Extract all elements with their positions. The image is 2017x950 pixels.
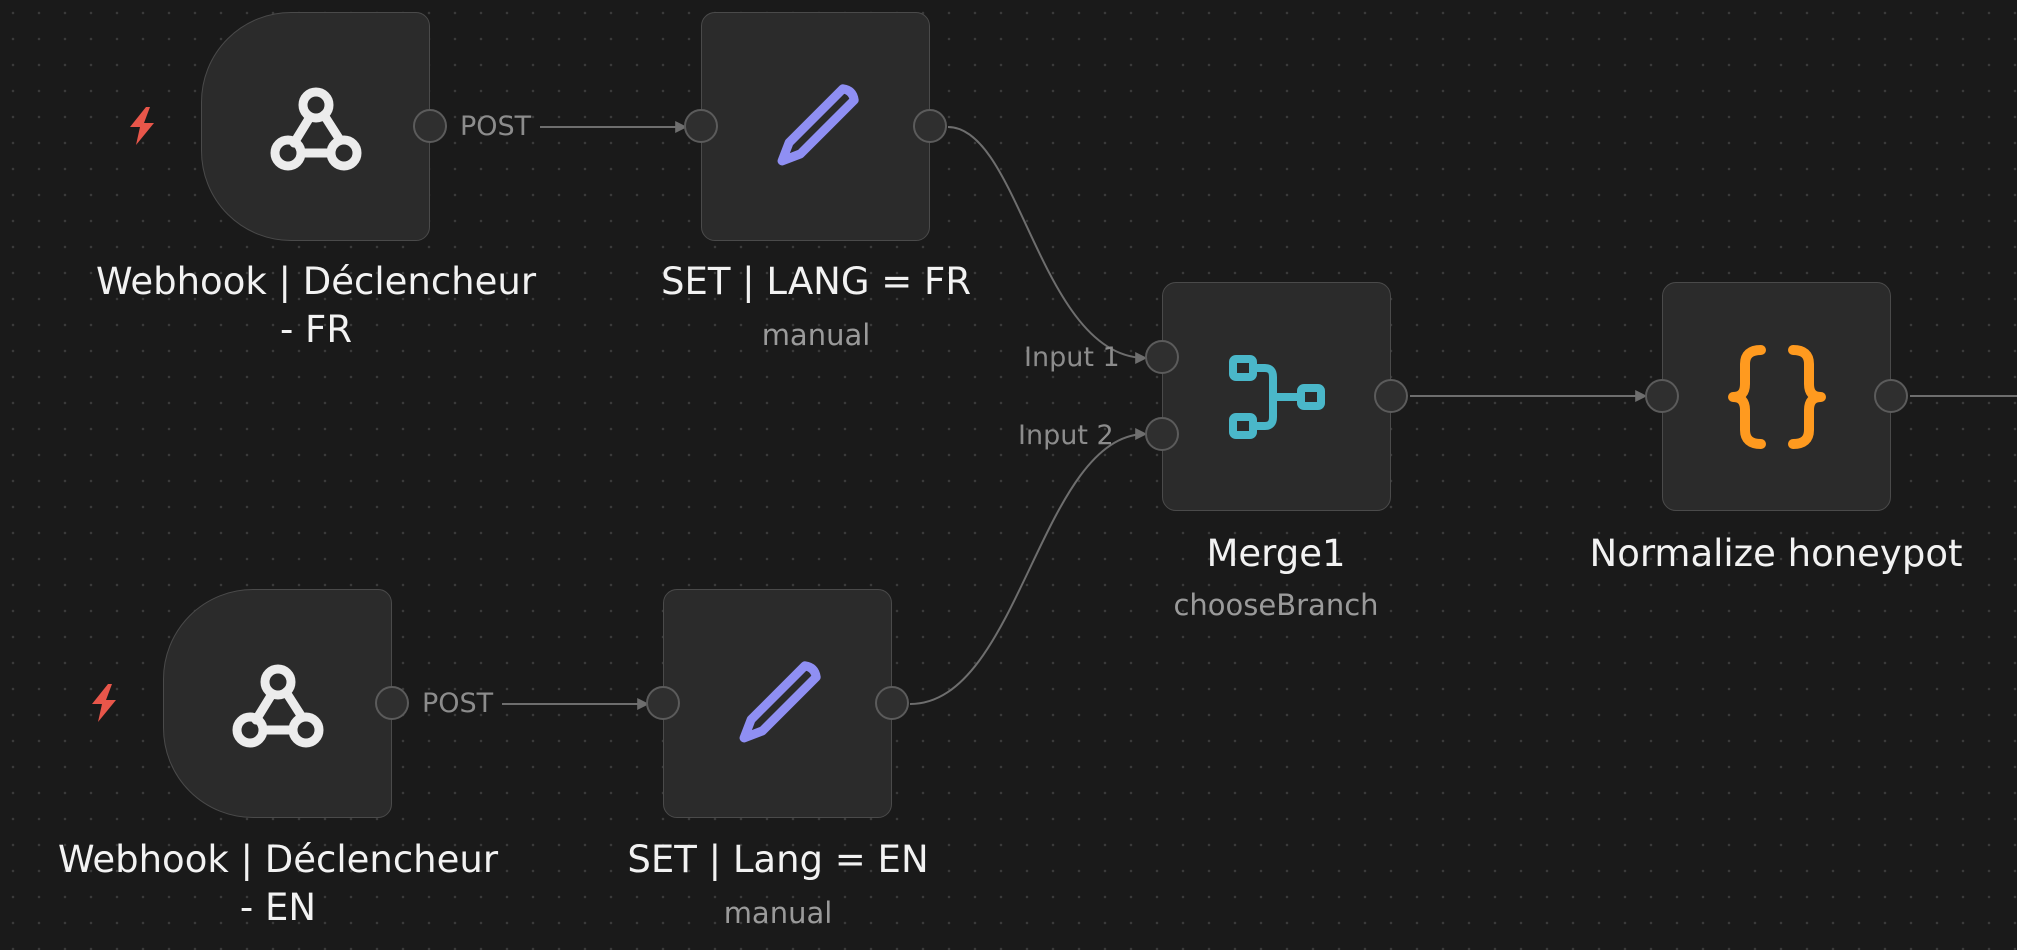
node-merge1[interactable]	[1145, 282, 1408, 511]
output-handle[interactable]	[913, 109, 947, 143]
webhook-icon	[261, 72, 371, 182]
input-2-handle[interactable]	[1145, 417, 1179, 451]
output-handle[interactable]	[375, 686, 409, 720]
edge-set-en-to-merge-input2[interactable]	[909, 428, 1148, 705]
node-set-fr[interactable]	[684, 12, 947, 241]
pencil-icon	[723, 649, 833, 759]
input-1-label: Input 1	[1024, 342, 1120, 373]
output-handle[interactable]	[875, 686, 909, 720]
node-set-en[interactable]	[646, 589, 909, 818]
node-subtitle: manual	[761, 318, 871, 352]
input-handle[interactable]	[684, 109, 718, 143]
pencil-icon	[761, 72, 871, 182]
merge-icon	[1222, 342, 1332, 452]
node-webhook-en[interactable]	[163, 589, 409, 818]
node-title: Merge1	[1206, 532, 1346, 575]
node-subtitle: manual	[723, 896, 833, 930]
input-2-label: Input 2	[1018, 420, 1114, 451]
webhook-icon	[223, 649, 333, 759]
edge-set-fr-to-merge-input1[interactable]	[947, 126, 1148, 364]
node-normalize-honeypot[interactable]	[1645, 282, 1908, 511]
braces-icon	[1722, 342, 1832, 452]
input-handle[interactable]	[1645, 379, 1679, 413]
node-title: SET | LANG = FR	[660, 260, 972, 303]
trigger-bolt-icon	[130, 107, 154, 145]
node-title: SET | Lang = EN	[627, 838, 929, 881]
node-webhook-fr[interactable]	[201, 12, 447, 241]
edge-label-post: POST	[422, 688, 494, 719]
output-handle[interactable]	[1874, 379, 1908, 413]
node-title: Normalize honeypot	[1589, 532, 1963, 575]
node-title: Webhook | Déclencheur - EN	[57, 838, 499, 929]
node-subtitle: chooseBranch	[1173, 588, 1379, 622]
input-1-handle[interactable]	[1145, 340, 1179, 374]
trigger-bolt-icon	[92, 684, 116, 722]
input-handle[interactable]	[646, 686, 680, 720]
edge-label-post: POST	[460, 111, 532, 142]
output-handle[interactable]	[1374, 379, 1408, 413]
node-title: Webhook | Déclencheur - FR	[95, 260, 537, 351]
output-handle[interactable]	[413, 109, 447, 143]
